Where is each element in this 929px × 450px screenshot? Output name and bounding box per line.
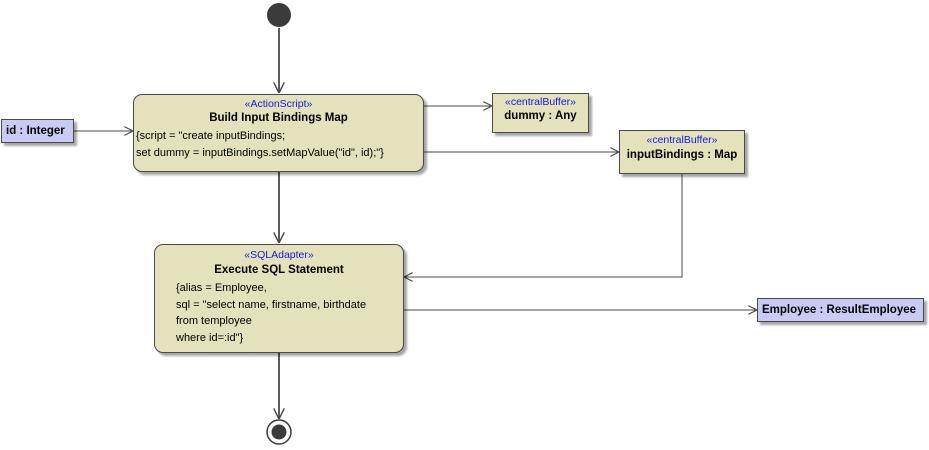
edge-bindings-to-execute (404, 174, 683, 277)
action-build-title: Build Input Bindings Map (209, 112, 348, 124)
initial-node (267, 3, 291, 27)
action-build-body-line: {script = "create inputBindings; (136, 130, 286, 142)
output-pin-employee-label: Employee : ResultEmployee (762, 304, 917, 316)
central-buffer-dummy[interactable]: «centralBuffer» dummy : Any (492, 93, 589, 133)
buffer-bindings-stereotype: «centralBuffer» (646, 134, 718, 146)
input-pin-id[interactable]: id : Integer (1, 119, 74, 143)
buffer-bindings-title: inputBindings : Map (626, 149, 738, 161)
input-pin-id-label: id : Integer (6, 125, 65, 137)
action-execute-stereotype: «SQLAdapter» (244, 249, 314, 261)
action-execute-body-line: {alias = Employee, (176, 282, 267, 294)
action-build-input-bindings-map[interactable]: «ActionScript» Build Input Bindings Map … (133, 94, 424, 172)
action-build-stereotype: «ActionScript» (244, 98, 313, 110)
central-buffer-input-bindings[interactable]: «centralBuffer» inputBindings : Map (619, 130, 745, 174)
action-build-body-line: set dummy = inputBindings.setMapValue("i… (136, 146, 384, 159)
action-execute-sql-statement[interactable]: «SQLAdapter» Execute SQL Statement {alia… (154, 244, 404, 353)
action-execute-body: {alias = Employee, sql = "select name, f… (155, 280, 403, 346)
buffer-dummy-stereotype: «centralBuffer» (504, 96, 577, 108)
output-pin-employee[interactable]: Employee : ResultEmployee (757, 298, 924, 322)
buffer-dummy-title: dummy : Any (504, 110, 577, 122)
action-execute-body-line: sql = "select name, firstname, birthdate (176, 298, 367, 311)
action-execute-title: Execute SQL Statement (214, 264, 344, 276)
action-execute-body-line: where id=:id"} (176, 331, 244, 344)
action-build-body: {script = "create inputBindings; set dum… (134, 128, 423, 161)
action-execute-body-line: from temployee (176, 315, 252, 327)
activity-final-node (266, 419, 292, 445)
